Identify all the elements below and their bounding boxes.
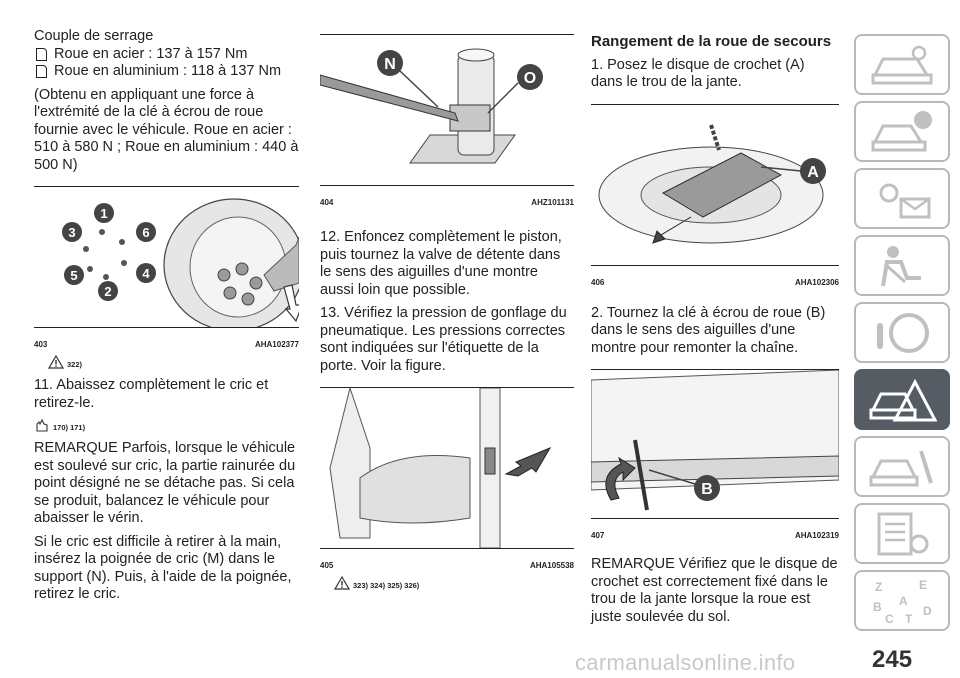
figure-404-caption: 404 AHZ101131 — [320, 194, 574, 207]
warning-lights-icon — [879, 183, 931, 218]
seatbelt-airbag-icon — [881, 245, 921, 286]
car-dashboard-icon — [871, 45, 933, 84]
tab-safety[interactable] — [854, 235, 950, 296]
figure-407-caption: 407 AHA102319 — [591, 527, 839, 540]
figure-405-caption: 405 AHA105538 — [320, 557, 574, 570]
warning-triangle-icon — [48, 355, 64, 369]
column-3: Rangement de la roue de secours 1. Posez… — [591, 33, 839, 632]
label-a: A — [807, 164, 819, 181]
svg-text:D: D — [923, 604, 932, 618]
warning-ref-text: 322) — [67, 360, 83, 369]
warning-triangle-icon — [334, 576, 350, 590]
tab-car-info[interactable] — [854, 101, 950, 162]
tab-emergency[interactable] — [854, 369, 950, 430]
warning-ref-text: 170) 171) — [53, 423, 86, 432]
door-label-illustration — [320, 388, 574, 548]
figure-number: 406 — [591, 277, 605, 287]
torque-note: (Obtenu en appliquant une force à l'extr… — [34, 86, 299, 173]
figure-406: A — [591, 103, 839, 266]
column-1: Couple de serrage Roue en acier : 137 à … — [34, 28, 299, 610]
figure-code: AHA105538 — [529, 561, 574, 570]
technical-data-icon — [877, 512, 929, 555]
warning-ref-3: 323) 324) 325) 326) — [334, 576, 574, 590]
bullet-box-icon — [36, 47, 47, 61]
remark-2: REMARQUE Vérifiez que le disque de croch… — [591, 556, 838, 625]
figure-406-caption: 406 AHA102306 — [591, 274, 839, 287]
svg-text:B: B — [873, 600, 882, 614]
torque-steel-item: Roue en acier : 137 à 157 Nm — [34, 46, 299, 64]
svg-text:A: A — [899, 594, 908, 608]
figure-number: 404 — [320, 198, 334, 207]
figure-code: AHA102306 — [794, 277, 839, 287]
car-maintenance-icon — [869, 449, 933, 486]
step-12: 12. Enfoncez complètement le piston, pui… — [320, 229, 562, 298]
paragraph-jack-removal: Si le cric est difficile à retirer à la … — [34, 533, 292, 603]
svg-text:Z: Z — [875, 580, 882, 594]
step-2: 2. Tournez la clé à écrou de roue (B) da… — [591, 304, 826, 356]
figure-code: AHA102319 — [794, 531, 839, 540]
emergency-car-icon — [869, 378, 937, 421]
order-label: 5 — [70, 268, 77, 283]
bullet-box-icon — [36, 65, 47, 78]
label-b: B — [701, 481, 713, 498]
figure-403-caption: 403 AHA102377 — [34, 336, 299, 349]
warning-hand-icon — [36, 418, 48, 432]
car-info-icon — [871, 110, 932, 151]
figure-403: 1 3 6 5 4 2 — [34, 186, 299, 328]
figure-number: 405 — [320, 561, 334, 570]
torque-alu-text: Roue en aluminium : 118 à 137 Nm — [54, 63, 282, 79]
warning-ref-1: 322) — [48, 355, 299, 369]
label-n: N — [384, 56, 396, 73]
svg-text:T: T — [905, 612, 913, 625]
figure-405 — [320, 387, 574, 549]
order-label: 3 — [68, 225, 75, 240]
figure-number: 403 — [34, 340, 48, 349]
tab-starting-driving[interactable] — [854, 302, 950, 363]
wrench-chain-illustration: B — [591, 370, 839, 518]
figure-407: B — [591, 369, 839, 519]
order-label: 6 — [142, 225, 149, 240]
watermark: carmanualsonline.info — [575, 650, 796, 675]
section-heading: Rangement de la roue de secours — [591, 33, 832, 50]
figure-code: AHZ101131 — [531, 198, 574, 207]
warning-ref-2: 170) 171) — [34, 418, 299, 432]
figure-code: AHA102377 — [254, 340, 299, 349]
order-label: 4 — [142, 266, 150, 281]
hook-disc-illustration: A — [591, 104, 839, 265]
order-label: 1 — [100, 206, 107, 221]
page-number: 245 — [872, 646, 913, 673]
tab-warning-lights[interactable] — [854, 168, 950, 229]
label-o: O — [524, 70, 536, 87]
step-13: 13. Vérifiez la pression de gonflage du … — [320, 305, 567, 374]
steering-key-icon — [877, 312, 929, 353]
step-11: 11. Abaissez complètement le cric et ret… — [34, 377, 269, 411]
warning-ref-text: 323) 324) 325) 326) — [353, 581, 420, 590]
figure-404: N O — [320, 34, 574, 186]
jack-handle-illustration: N O — [320, 35, 574, 185]
tab-dashboard[interactable] — [854, 34, 950, 95]
column-2: N O 404 AHZ101131 12. Enfoncez complèteme… — [320, 34, 574, 598]
torque-title: Couple de serrage — [34, 28, 154, 44]
torque-steel-text: Roue en acier : 137 à 157 Nm — [54, 45, 248, 62]
tab-technical-data[interactable] — [854, 503, 950, 564]
svg-text:C: C — [885, 612, 894, 625]
torque-alu-item: Roue en aluminium : 118 à 137 Nm — [34, 63, 299, 81]
step-1: 1. Posez le disque de crochet (A) dans l… — [591, 56, 805, 91]
remark-1: REMARQUE Parfois, lorsque le véhicule es… — [34, 440, 296, 526]
figure-number: 407 — [591, 531, 605, 540]
tab-maintenance[interactable] — [854, 436, 950, 497]
svg-text:E: E — [919, 578, 927, 592]
wheel-nut-order-illustration: 1 3 6 5 4 2 — [34, 187, 299, 327]
order-label: 2 — [104, 284, 111, 299]
